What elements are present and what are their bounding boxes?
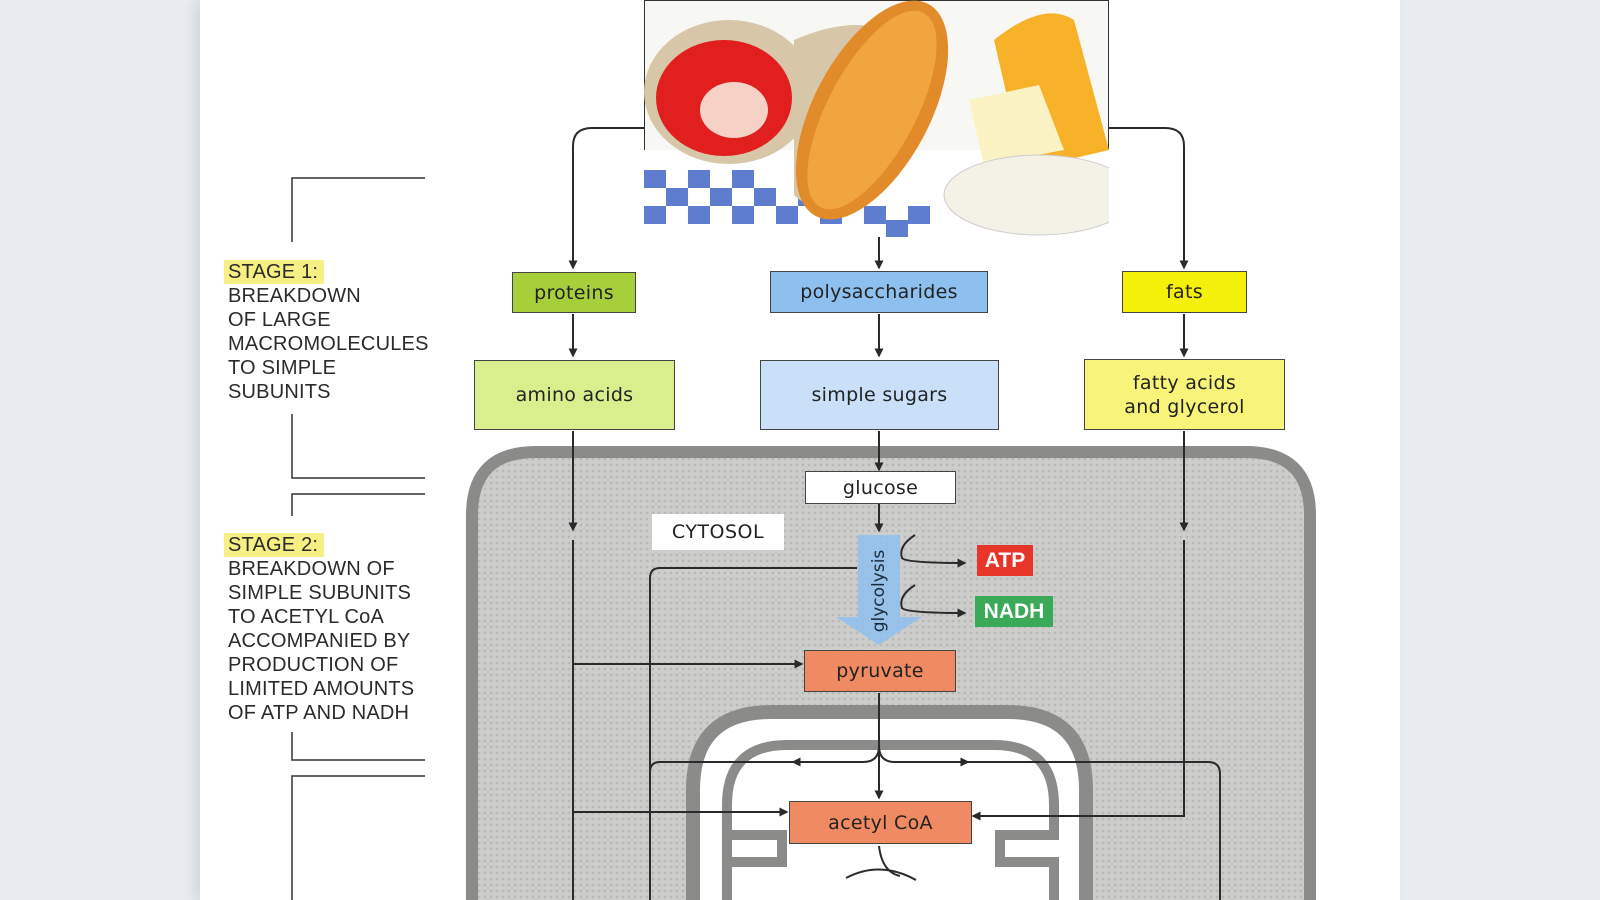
stage-2-line: SIMPLE SUBUNITS <box>228 582 412 604</box>
stage-1-bracket <box>291 177 425 479</box>
textbook-page: STAGE 1: BREAKDOWN OF LARGE MACROMOLECUL… <box>200 0 1400 900</box>
glycolysis-arrow <box>836 535 922 645</box>
stage-2-line: ACCOMPANIED BY <box>228 630 411 652</box>
nadh-badge: NADH <box>975 596 1053 627</box>
pyruvate-box: pyruvate <box>804 650 956 692</box>
stage-3-bracket <box>291 775 425 900</box>
stage-2-line: LIMITED AMOUNTS <box>228 678 415 700</box>
simple-sugars-box: simple sugars <box>760 360 999 430</box>
amino-acids-label: amino acids <box>515 384 634 406</box>
stage-2-description: STAGE 2: BREAKDOWN OF SIMPLE SUBUNITS TO… <box>224 533 415 725</box>
stage-2-line: TO ACETYL CoA <box>228 606 384 628</box>
stage-1-line: OF LARGE <box>228 309 331 331</box>
proteins-box: proteins <box>512 272 636 313</box>
pyruvate-label: pyruvate <box>836 660 924 682</box>
stage-1-title: STAGE 1: <box>224 260 325 284</box>
mitochondrion-inner-membrane <box>722 740 1059 900</box>
glucose-label: glucose <box>842 476 919 499</box>
atp-label: ATP <box>984 548 1026 572</box>
acetyl-coa-label: acetyl CoA <box>828 811 933 834</box>
stage-2-bracket <box>291 493 425 761</box>
stage-2-line: PRODUCTION OF <box>228 654 399 676</box>
stage-2-title: STAGE 2: <box>224 533 325 557</box>
atp-badge: ATP <box>977 545 1033 576</box>
stage-1-line: TO SIMPLE <box>228 357 337 379</box>
stage-1-line: SUBUNITS <box>228 381 331 403</box>
glucose-box: glucose <box>805 471 956 504</box>
food-illustration <box>644 0 1109 237</box>
fats-box: fats <box>1122 271 1247 313</box>
stage-2-line: OF ATP AND NADH <box>228 702 410 724</box>
acetyl-coa-box: acetyl CoA <box>789 801 972 844</box>
stage-1-description: STAGE 1: BREAKDOWN OF LARGE MACROMOLECUL… <box>224 260 429 404</box>
fats-label: fats <box>1166 281 1203 303</box>
stage-1-line: MACROMOLECULES <box>228 333 429 355</box>
proteins-label: proteins <box>534 281 614 304</box>
cytosol-label: CYTOSOL <box>652 514 784 550</box>
simple-sugars-label: simple sugars <box>811 384 948 406</box>
polysaccharides-box: polysaccharides <box>770 271 988 313</box>
glycolysis-label: glycolysis <box>869 549 889 633</box>
stage-2-line: BREAKDOWN OF <box>228 558 395 580</box>
connector-lines <box>568 127 1221 900</box>
polysaccharides-label: polysaccharides <box>800 281 958 303</box>
nadh-label: NADH <box>983 599 1045 623</box>
stage-1-line: BREAKDOWN <box>228 285 361 307</box>
fatty-acids-box: fatty acids and glycerol <box>1084 359 1285 430</box>
fatty-acids-label: fatty acids and glycerol <box>1124 371 1245 418</box>
amino-acids-box: amino acids <box>474 360 675 430</box>
